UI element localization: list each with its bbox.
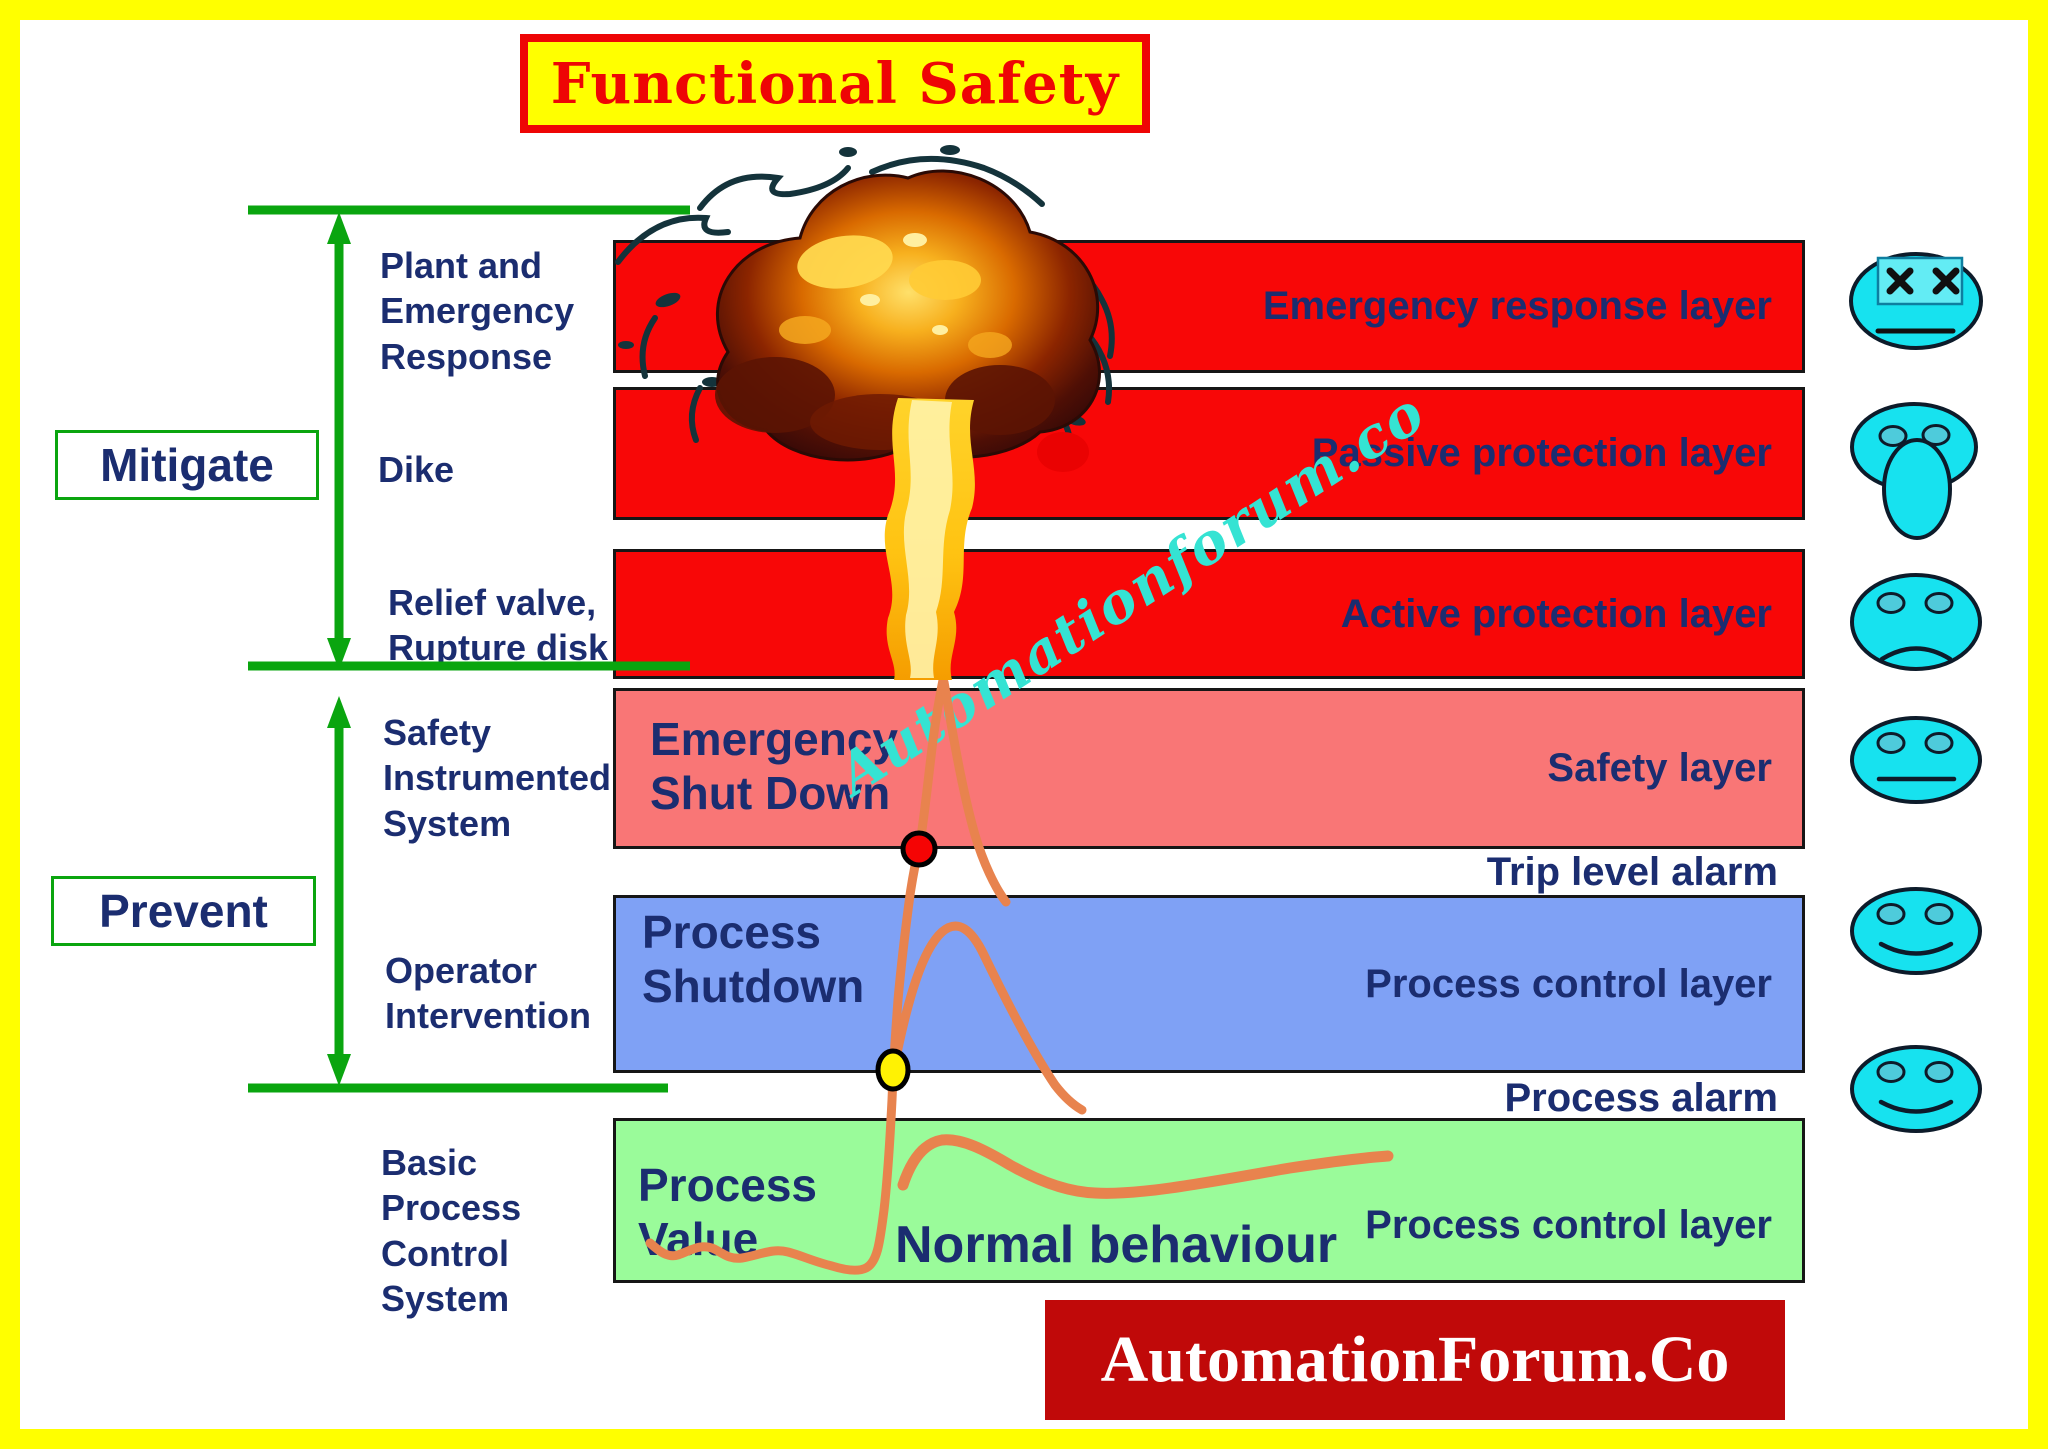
neutral-face-icon	[1850, 716, 1982, 804]
arrowhead-icon	[327, 696, 351, 728]
smiling-face-icon	[1850, 887, 1982, 975]
normal-behaviour-label: Normal behaviour	[895, 1216, 1338, 1274]
dike-label: Dike	[378, 449, 455, 490]
layer-label: Passive protection layer	[1311, 431, 1772, 475]
prevent-box: Prevent	[51, 876, 316, 946]
explosion-icon	[615, 145, 1115, 680]
overshoot-curve	[891, 921, 1087, 1115]
process-trend-curves	[645, 675, 1394, 1275]
layer-label: Process control layer	[1365, 961, 1772, 1006]
arrowhead-icon	[327, 638, 351, 670]
plant-emergency-response-label: Plant and Emergency Response	[380, 245, 575, 377]
process-alarm-label: Process alarm	[1504, 1076, 1778, 1120]
trip-response-curve	[939, 677, 1011, 907]
flame-core-icon	[903, 400, 953, 678]
trip-point-dot	[900, 830, 938, 868]
frame-border-bottom	[0, 1429, 2048, 1449]
cloud-highlights-icon	[779, 233, 1012, 358]
title-banner: Functional Safety	[520, 34, 1150, 133]
frame-border-right	[2028, 0, 2048, 1449]
red-smudge	[1037, 432, 1089, 472]
logo-text: AutomationForum.Co	[1100, 1323, 1730, 1396]
arrowhead-icon	[327, 1054, 351, 1086]
emergency-shutdown-label: Emergency Shut Down	[650, 713, 899, 820]
smiling-face-icon	[1850, 1045, 1982, 1133]
mitigate-box: Mitigate	[55, 430, 319, 500]
logo-banner: AutomationForum.Co	[1045, 1300, 1785, 1420]
frame-border-left	[0, 0, 20, 1449]
trip-level-alarm-label: Trip level alarm	[1486, 850, 1778, 894]
basic-process-control-system-label: Basic Process Control System	[381, 1142, 522, 1320]
safety-instrumented-system-label: Safety Instrumented System	[383, 712, 612, 844]
layer-active-protection: Active protection layer	[613, 549, 1805, 679]
layer-process-control: Process control layer	[613, 895, 1805, 1073]
page-title: Functional Safety	[550, 50, 1120, 117]
frame-border-top	[0, 0, 2048, 20]
prevent-label: Prevent	[99, 885, 268, 937]
process-shutdown-label: Process Shutdown	[642, 906, 865, 1013]
smoke-wisps-icon	[615, 155, 1115, 467]
screaming-face-icon	[1850, 402, 1978, 540]
sad-face-icon	[1850, 573, 1982, 671]
mitigate-label: Mitigate	[100, 439, 274, 491]
layer-label: Safety layer	[1547, 746, 1772, 790]
layer-safety: Safety layer	[613, 688, 1805, 849]
layer-passive-protection: Passive protection layer	[613, 387, 1805, 520]
layer-label: Emergency response layer	[1262, 284, 1772, 328]
mitigate-prevent-brackets	[248, 205, 690, 1093]
arrowhead-icon	[327, 212, 351, 244]
alarm-point-dot	[875, 1048, 911, 1092]
operator-intervention-label: Operator Intervention	[385, 950, 592, 1037]
dead-face-icon	[1849, 252, 1983, 350]
layer-label: Process control layer	[1365, 1203, 1772, 1247]
controlled-response-curve	[897, 1134, 1394, 1199]
layer-label: Active protection layer	[1340, 591, 1772, 636]
